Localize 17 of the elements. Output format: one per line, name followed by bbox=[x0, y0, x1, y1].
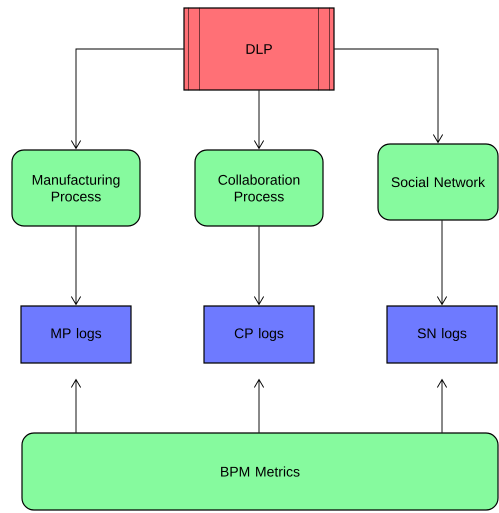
arrow bbox=[334, 48, 444, 144]
arrow bbox=[70, 378, 82, 433]
log-box: CP logs bbox=[203, 305, 315, 364]
process-box: Collaboration Process bbox=[194, 149, 324, 227]
process-box: BPM Metrics bbox=[21, 432, 499, 511]
log-box: SN logs bbox=[386, 305, 498, 364]
arrow bbox=[70, 226, 82, 306]
arrow bbox=[254, 378, 264, 433]
arrow bbox=[436, 378, 448, 433]
arrow bbox=[254, 226, 264, 306]
arrow bbox=[70, 48, 184, 150]
arrow bbox=[436, 220, 448, 306]
arrow bbox=[254, 90, 264, 150]
process-box: Manufacturing Process bbox=[11, 149, 141, 227]
process-box: Social Network bbox=[377, 143, 499, 221]
log-box: MP logs bbox=[20, 305, 132, 364]
process-box: DLP bbox=[183, 7, 335, 91]
